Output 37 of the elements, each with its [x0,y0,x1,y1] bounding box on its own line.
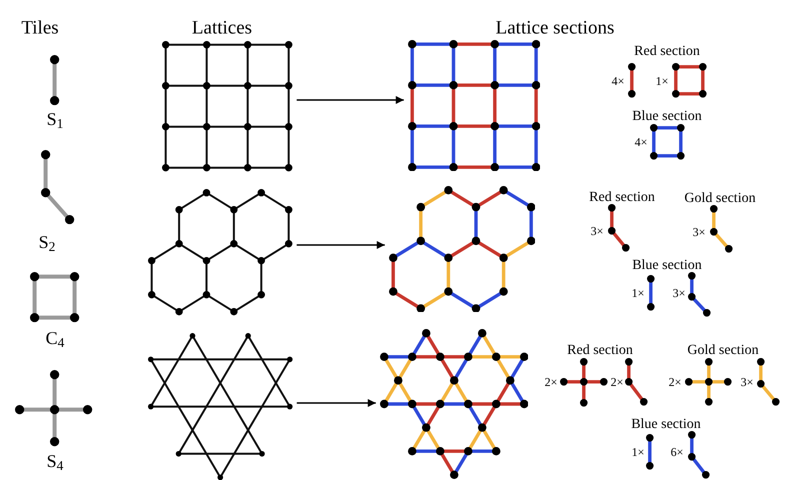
hexagonal-lattice-drawing [388,186,536,312]
section-heading: Blue section [632,259,702,273]
section-heading: Red section [567,344,633,358]
count-label: 1× [632,287,644,299]
square-grid-drawing [162,41,293,172]
count-label: 3× [740,376,754,388]
square-grid-drawing [408,40,540,172]
section-heading: Blue section [632,110,702,124]
count-label: 4× [612,75,624,87]
tile-label: S$_{4}$ [46,452,64,470]
count-label: 2× [668,376,682,388]
count-label: 3× [692,226,706,238]
count-label: 3× [672,287,686,299]
tile-label: C$_{4}$ [46,329,64,347]
kagome-lattice-drawing [148,333,293,480]
arrow [296,241,385,249]
tile-label: S$_{1}$ [46,110,64,128]
count-label: 2× [610,376,624,388]
hexagonal-lattice-drawing [148,189,293,316]
count-label: 4× [634,136,648,148]
count-label: 6× [670,446,684,458]
section-heading: Blue section [631,418,701,432]
column-heading: Lattices [192,18,252,38]
count-label: 1× [656,75,668,87]
count-label: 2× [544,376,558,388]
count-label: 1× [632,446,644,458]
column-heading: Tiles [21,18,59,38]
column-heading: Lattice sections [496,18,614,38]
section-heading: Red section [589,191,655,205]
arrow [296,399,376,407]
tile-label: S$_{2}$ [38,233,56,251]
section-heading: Gold section [684,192,756,206]
section-heading: Red section [634,45,700,59]
kagome-lattice-drawing [380,328,528,479]
arrow [296,96,404,104]
section-heading: Gold section [687,344,759,358]
count-label: 3× [590,225,604,237]
